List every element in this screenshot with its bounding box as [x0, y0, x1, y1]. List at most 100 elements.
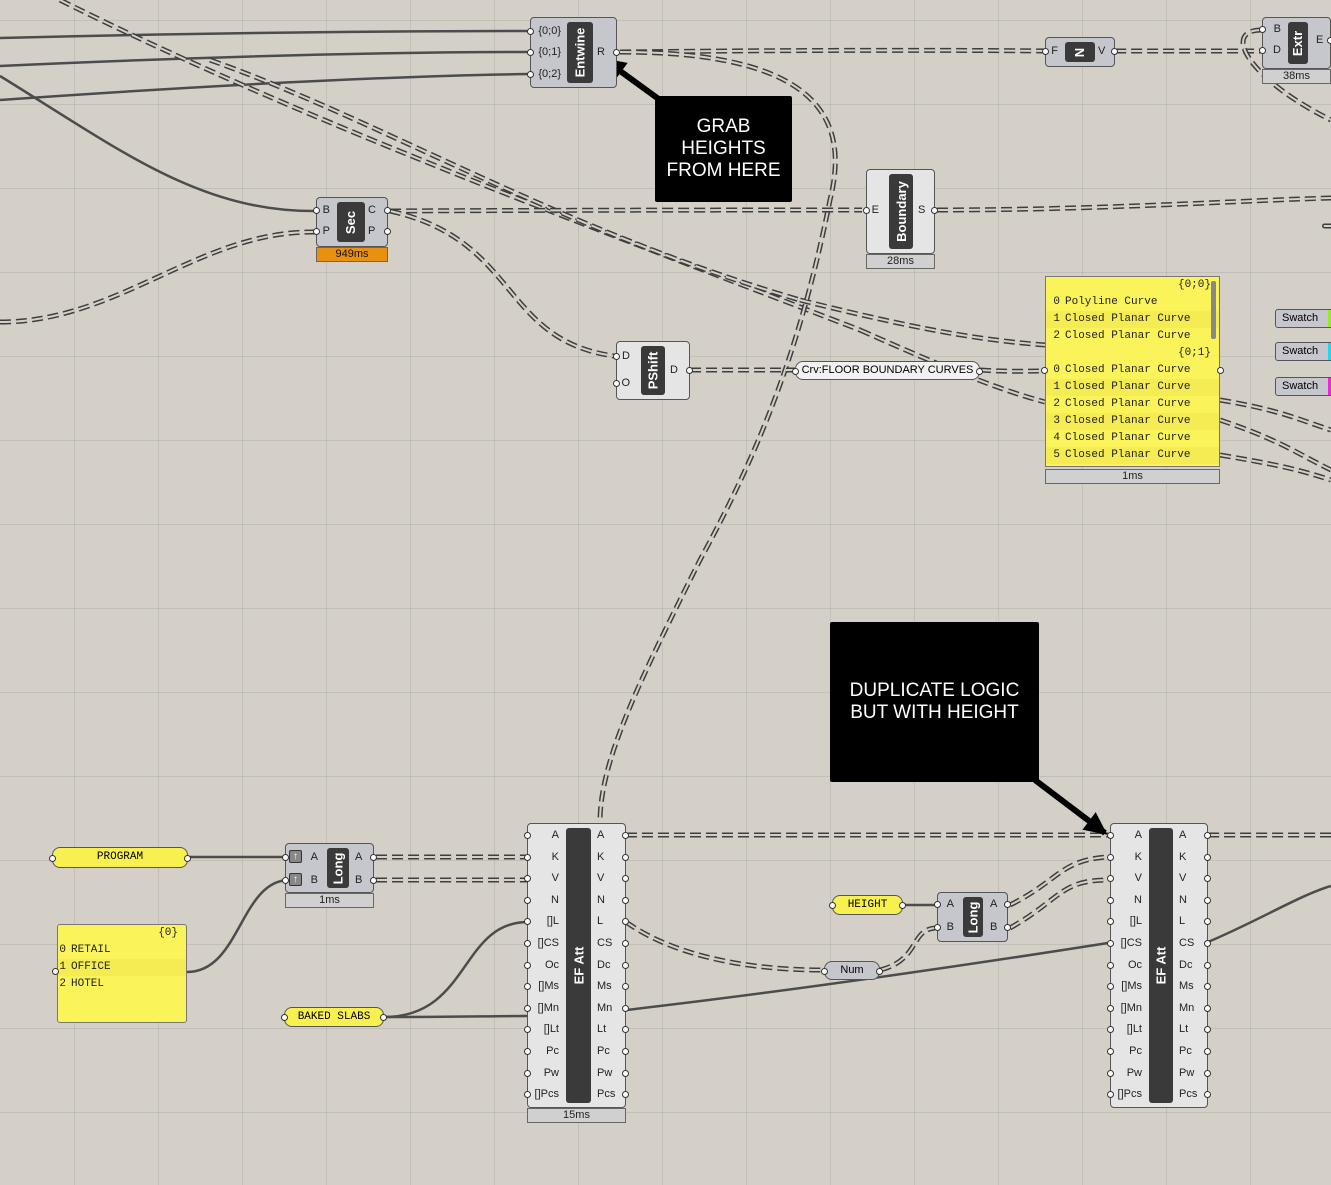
sec-core[interactable]: Sec: [337, 202, 365, 242]
pshift-core[interactable]: PShift: [641, 346, 665, 395]
efatt2-input-grip[interactable]: [1107, 1048, 1114, 1055]
height-param-in-grip[interactable]: [829, 902, 836, 909]
program-list-output-grip[interactable]: [52, 968, 59, 975]
efatt1-input-grip[interactable]: [524, 918, 531, 926]
efatt2-output-grip[interactable]: [1204, 918, 1211, 926]
boundary-input-grip[interactable]: [863, 207, 870, 214]
efatt2-input-grip[interactable]: [1107, 983, 1114, 991]
efatt1-core[interactable]: EF Att: [566, 828, 591, 1103]
sec-input-grip[interactable]: [313, 228, 320, 235]
efatt1-input-grip[interactable]: [524, 1026, 531, 1034]
boundary-core[interactable]: Boundary: [889, 174, 913, 249]
efatt1-output-grip[interactable]: [622, 983, 629, 991]
sec-output-grip[interactable]: [384, 207, 391, 214]
extr-input-grip[interactable]: [1259, 26, 1266, 33]
swatch-component[interactable]: Swatch: [1275, 342, 1331, 361]
height-param[interactable]: HEIGHT: [832, 895, 903, 915]
efatt2-output-grip[interactable]: [1204, 1091, 1211, 1099]
efatt1-output-grip[interactable]: [622, 853, 629, 861]
efatt1-input-grip[interactable]: [524, 875, 531, 883]
program-param-in-grip[interactable]: [49, 854, 56, 862]
height-param-out-grip[interactable]: [899, 902, 906, 909]
efatt2-input-grip[interactable]: [1107, 832, 1114, 839]
efatt2-output-grip[interactable]: [1204, 1004, 1211, 1012]
long2-output-grip[interactable]: [1004, 924, 1011, 931]
efatt2-input-grip[interactable]: [1107, 1069, 1114, 1077]
program-param[interactable]: PROGRAM: [52, 847, 188, 868]
n-core[interactable]: N: [1065, 42, 1095, 62]
efatt1-input-grip[interactable]: [524, 1004, 531, 1012]
efatt2-output-grip[interactable]: [1204, 961, 1211, 969]
efatt2-output-grip[interactable]: [1204, 832, 1211, 839]
efatt2-input-grip[interactable]: [1107, 940, 1114, 947]
efatt1-input-grip[interactable]: [524, 853, 531, 861]
program-param-out-grip[interactable]: [184, 854, 191, 862]
efatt2-output-grip[interactable]: [1204, 875, 1211, 883]
pshift-output-grip[interactable]: [686, 367, 693, 374]
efatt1-output-grip[interactable]: [622, 1091, 629, 1099]
num-param-in-grip[interactable]: [821, 967, 828, 975]
long2-output-grip[interactable]: [1004, 901, 1011, 908]
efatt2-output-grip[interactable]: [1204, 1026, 1211, 1034]
efatt1-output-grip[interactable]: [622, 961, 629, 969]
efatt1-output-grip[interactable]: [622, 940, 629, 947]
floor-boundary-curves-param-in-grip[interactable]: [792, 367, 799, 375]
baked-slabs-param-out-grip[interactable]: [380, 1014, 387, 1021]
panel-output-grip[interactable]: [1217, 367, 1224, 374]
baked-slabs-param[interactable]: BAKED SLABS: [284, 1007, 384, 1027]
efatt2-input-grip[interactable]: [1107, 896, 1114, 904]
sec-input-grip[interactable]: [313, 207, 320, 214]
panel-scrollbar[interactable]: [1211, 281, 1216, 339]
efatt1-input-grip[interactable]: [524, 961, 531, 969]
num-param[interactable]: Num: [824, 961, 880, 980]
efatt2-input-grip[interactable]: [1107, 853, 1114, 861]
extr-input-grip[interactable]: [1259, 47, 1266, 54]
pshift-input-grip[interactable]: [613, 380, 620, 387]
efatt2-input-grip[interactable]: [1107, 1091, 1114, 1099]
long1-input-grip[interactable]: [282, 854, 289, 861]
long2-core[interactable]: Long: [963, 897, 983, 937]
long2-input-grip[interactable]: [934, 901, 941, 908]
efatt2-input-grip[interactable]: [1107, 918, 1114, 926]
efatt1-input-grip[interactable]: [524, 832, 531, 839]
entwine-input-grip[interactable]: [527, 49, 534, 56]
efatt2-output-grip[interactable]: [1204, 853, 1211, 861]
entwine-input-grip[interactable]: [527, 28, 534, 35]
floor-boundary-curves-param[interactable]: Crv:FLOOR BOUNDARY CURVES: [795, 361, 980, 380]
entwine-component[interactable]: Entwine{0;0}{0;1}{0;2}R: [530, 17, 617, 88]
long-input-shift-icon[interactable]: ↑: [289, 850, 302, 863]
efatt2-input-grip[interactable]: [1107, 875, 1114, 883]
panel-input-grip[interactable]: [1041, 367, 1048, 374]
floor-boundary-curves-param-out-grip[interactable]: [976, 367, 983, 375]
pshift-input-grip[interactable]: [613, 353, 620, 360]
n-input-grip[interactable]: [1042, 48, 1049, 55]
long1-output-grip[interactable]: [370, 854, 377, 861]
efatt1-output-grip[interactable]: [622, 918, 629, 926]
efatt2-core[interactable]: EF Att: [1149, 828, 1173, 1103]
efatt2-output-grip[interactable]: [1204, 1069, 1211, 1077]
long1-input-grip[interactable]: [282, 877, 289, 884]
entwine-core[interactable]: Entwine: [567, 22, 593, 83]
efatt2-input-grip[interactable]: [1107, 1026, 1114, 1034]
efatt1-input-grip[interactable]: [524, 1069, 531, 1077]
efatt1-input-grip[interactable]: [524, 1048, 531, 1055]
efatt1-input-grip[interactable]: [524, 1091, 531, 1099]
boundary-output-grip[interactable]: [931, 207, 938, 214]
efatt1-output-grip[interactable]: [622, 1069, 629, 1077]
efatt2-output-grip[interactable]: [1204, 983, 1211, 991]
n-output-grip[interactable]: [1111, 48, 1118, 55]
efatt2-output-grip[interactable]: [1204, 940, 1211, 947]
efatt1-output-grip[interactable]: [622, 875, 629, 883]
num-param-out-grip[interactable]: [876, 967, 883, 975]
efatt1-output-grip[interactable]: [622, 896, 629, 904]
extr-output-grip[interactable]: [1327, 37, 1331, 44]
